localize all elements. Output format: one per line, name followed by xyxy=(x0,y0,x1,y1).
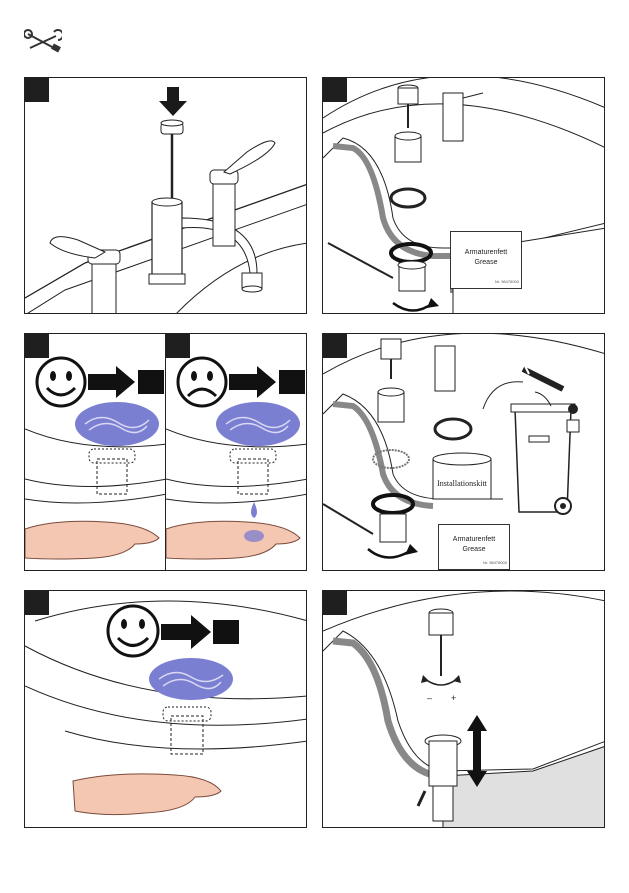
water-test-ok-illustration xyxy=(25,356,165,560)
panel-step-1 xyxy=(24,77,307,314)
panel-step-5 xyxy=(24,590,307,828)
water-drop-icon xyxy=(251,502,257,518)
trash-bin-icon xyxy=(510,403,580,515)
result-marker xyxy=(138,370,164,394)
putty-can-label: Installationskitt xyxy=(437,479,488,488)
smiley-happy-icon xyxy=(35,356,87,408)
minus-sign: – xyxy=(427,693,432,703)
result-marker xyxy=(279,370,305,394)
grease-part-number: Nr. 98476000 xyxy=(482,560,507,565)
grease-label: Armaturenfett Grease Nr. 98476000 xyxy=(438,524,510,570)
drain-disposal-illustration: Installationskitt xyxy=(323,334,604,559)
plus-sign: + xyxy=(451,693,456,703)
smiley-sad-icon xyxy=(176,356,228,408)
step-marker xyxy=(323,591,347,615)
water-test-ok-illustration xyxy=(25,600,306,816)
arrow-up-down-icon xyxy=(467,715,487,787)
stopper-adjust-illustration: – + xyxy=(323,591,604,827)
arrow-right-icon xyxy=(229,366,276,398)
tools-icon xyxy=(24,28,62,56)
step-marker xyxy=(166,334,190,358)
grease-label-line1: Armaturenfett xyxy=(464,249,508,256)
panel-step-6: – + xyxy=(322,590,605,828)
step-marker xyxy=(323,78,347,102)
grease-label-line2: Grease xyxy=(474,259,498,266)
faucet-illustration xyxy=(25,87,306,313)
water-test-leak-illustration xyxy=(166,356,306,560)
grease-label: Armaturenfett Grease Nr. 98476000 xyxy=(450,231,522,289)
grease-label-line2: Grease xyxy=(462,546,486,553)
step-marker xyxy=(25,78,49,102)
panel-step-3b xyxy=(165,333,307,571)
panel-step-3a xyxy=(24,333,166,571)
smiley-happy-icon xyxy=(106,604,160,658)
grease-part-number: Nr. 98476000 xyxy=(494,279,519,284)
result-marker xyxy=(213,620,239,644)
step-marker xyxy=(323,334,347,358)
step-marker xyxy=(25,591,49,615)
arrow-right-icon xyxy=(161,615,211,649)
step-marker xyxy=(25,334,49,358)
panel-step-4: Installationskitt Armaturenfett Grease N… xyxy=(322,333,605,571)
grease-label-line1: Armaturenfett xyxy=(452,536,496,543)
panel-step-2: Armaturenfett Grease Nr. 98476000 xyxy=(322,77,605,314)
arrow-right-icon xyxy=(88,366,135,398)
arrow-down-icon xyxy=(159,87,187,116)
